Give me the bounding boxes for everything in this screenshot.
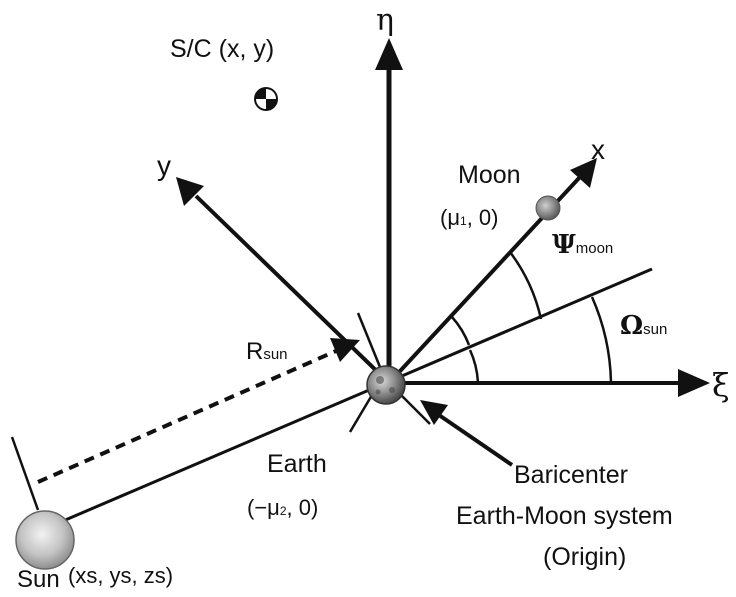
earth-coordinates: (−μ2, 0) (247, 495, 318, 520)
earth-tick-left (348, 394, 374, 433)
earth-label: Earth (267, 450, 327, 478)
x-axis-label: x (591, 134, 605, 165)
rsun-subscript: sun (263, 346, 287, 363)
earth-coord-close: , 0) (287, 495, 319, 520)
barycenter-pointer-line (434, 411, 514, 467)
omega-sun-arc (590, 296, 613, 384)
barycenter-label-line2: Earth-Moon system (456, 502, 673, 530)
sun-label: Sun (17, 566, 60, 593)
omega-sun-label: Ωsun (620, 311, 667, 341)
moon-body (535, 195, 561, 221)
omega-symbol: Ω (620, 311, 643, 341)
moon-coord-open: (μ (440, 205, 460, 230)
earth-tick-right (401, 395, 431, 425)
y-axis-arrowhead (176, 177, 204, 206)
x-axis-arrowhead (570, 158, 597, 188)
earth-body (366, 365, 406, 405)
y-axis (194, 194, 391, 385)
psi-symbol: Ψ (552, 230, 576, 260)
y-axis-label: y (157, 150, 171, 181)
spacecraft-icon (254, 87, 278, 111)
psi-subscript: moon (576, 240, 614, 257)
moon-coord-sub: 1 (460, 214, 467, 228)
rsun-symbol: R (246, 338, 263, 365)
xi-axis-arrowhead (678, 369, 710, 397)
omega-sun-inner-arc (468, 349, 480, 384)
rsun-tick-earth (356, 312, 384, 373)
rsun-tick-sun (10, 436, 40, 511)
rsun-label: Rsun (246, 338, 288, 365)
psi-moon-inner-arc (451, 316, 471, 346)
earth-coord-open: (−μ (247, 495, 280, 520)
xi-axis-label: ξ (712, 366, 730, 404)
sun-coordinates: (xs, ys, zs) (68, 563, 173, 588)
barycenter-pointer-arrowhead (420, 400, 448, 425)
rsun-dashed-line (37, 349, 337, 484)
psi-moon-label: Ψmoon (552, 230, 613, 260)
eta-axis-label: η (376, 3, 394, 38)
moon-label: Moon (458, 161, 521, 189)
psi-moon-arc (509, 251, 543, 320)
earth-coord-sub: 2 (280, 504, 287, 518)
spacecraft-label: S/C (x, y) (170, 35, 274, 63)
omega-subscript: sun (643, 321, 667, 338)
eta-axis-arrowhead (375, 38, 403, 70)
moon-coord-close: , 0) (467, 205, 499, 230)
sun-body (15, 510, 75, 570)
sun-direction-line (62, 267, 653, 523)
barycenter-label-line3: (Origin) (543, 543, 626, 571)
moon-coordinates: (μ1, 0) (440, 205, 499, 230)
rsun-arrowhead (330, 338, 360, 362)
barycenter-label-line1: Baricenter (514, 461, 628, 489)
